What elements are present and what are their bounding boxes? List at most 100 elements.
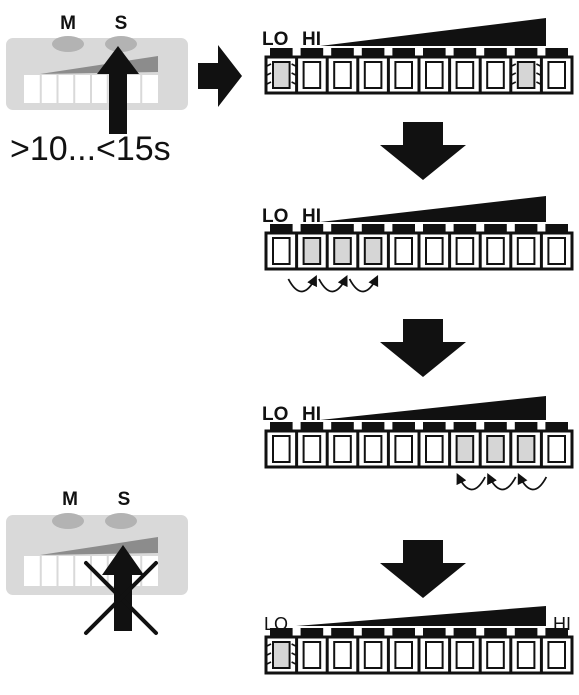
segment-tab: [484, 628, 507, 638]
segment-tab: [331, 224, 354, 234]
scale-hi-label: HI: [302, 29, 321, 50]
scale-lo-label: LO: [262, 29, 288, 50]
flicker-mark: [536, 72, 541, 76]
segment: [486, 61, 505, 89]
segment-lit: [333, 237, 352, 265]
segment: [516, 237, 536, 265]
segment: [425, 237, 444, 265]
segment: [333, 435, 352, 463]
scale-2: LO HI: [262, 196, 574, 293]
sweep-arrow: [487, 473, 517, 491]
flicker-mark: [266, 661, 272, 665]
device-bottom-wedge: [40, 537, 158, 555]
segment-tab: [331, 48, 354, 58]
scale-hi-label: HI: [302, 404, 321, 425]
flicker-mark: [291, 661, 296, 665]
sweep-arrow: [318, 275, 348, 293]
segment-tab: [270, 628, 293, 638]
flicker-mark: [511, 72, 517, 76]
segment: [516, 641, 536, 669]
segment: [333, 61, 352, 89]
segment: [455, 237, 475, 265]
segment-lit: [486, 435, 505, 463]
segment-tab: [392, 628, 415, 638]
segment-tab: [545, 224, 568, 234]
segment-tab: [300, 48, 324, 58]
segment-tab: [331, 422, 354, 432]
device-top-s-label: S: [115, 13, 128, 34]
segment-tab: [392, 224, 415, 234]
segment-tab: [300, 422, 324, 432]
segment: [302, 61, 322, 89]
segment-tab: [331, 628, 354, 638]
segment: [363, 435, 383, 463]
flicker-mark: [291, 72, 296, 76]
segment: [486, 641, 505, 669]
flow-arrow-down-3: [380, 540, 466, 598]
device-bottom: [6, 513, 188, 635]
flow-arrow-down-1: [380, 122, 466, 180]
device-top-m-button: [52, 36, 84, 52]
segment-tab: [453, 628, 477, 638]
flow-arrow-right: [198, 45, 242, 107]
device-bottom-m-label: M: [62, 489, 78, 510]
segment-tab: [423, 422, 446, 432]
segment-tab: [361, 48, 385, 58]
device-top-display: [24, 75, 158, 103]
segment-lit: [516, 435, 536, 463]
scale-wedge: [320, 196, 546, 222]
segment-tab: [300, 224, 324, 234]
segment-tab: [361, 422, 385, 432]
flicker-mark: [291, 652, 296, 656]
device-top-s-button: [105, 36, 137, 52]
flicker-mark: [291, 81, 296, 85]
segment-lit: [272, 61, 291, 89]
scale-lo-label: LO: [262, 206, 288, 227]
scale-hi-label: HI: [302, 206, 321, 227]
flicker-mark: [266, 643, 272, 647]
segment: [547, 641, 567, 669]
flicker-mark: [266, 81, 272, 85]
segment-tab: [361, 224, 385, 234]
duration-label: >10...<15s: [10, 130, 171, 168]
segment: [394, 435, 413, 463]
scale-wedge: [320, 396, 546, 420]
segment: [394, 61, 413, 89]
segment: [455, 61, 475, 89]
segment-tab: [392, 422, 415, 432]
sweep-arrow: [348, 275, 379, 293]
segment-tab: [270, 48, 293, 58]
sweep-arrow: [456, 473, 486, 491]
device-bottom-s-label: S: [118, 489, 131, 510]
segment-tab: [484, 48, 507, 58]
scale-wedge: [320, 18, 546, 46]
segment: [394, 237, 413, 265]
segment: [363, 61, 383, 89]
segment-tab: [300, 628, 324, 638]
segment: [333, 641, 352, 669]
scale-3: LO HI: [262, 396, 574, 491]
segment-tab: [484, 422, 507, 432]
segment-tab: [270, 224, 293, 234]
segment-tab: [514, 422, 538, 432]
segment: [394, 641, 413, 669]
segment-tab: [545, 48, 568, 58]
device-top-m-label: M: [60, 13, 76, 34]
segment: [486, 237, 505, 265]
scale-wedge: [296, 606, 546, 626]
segment-tab: [361, 628, 385, 638]
device-bottom-m-button: [52, 513, 84, 529]
segment: [455, 641, 475, 669]
device-bottom-release-arrow: [102, 545, 144, 631]
device-top: [6, 36, 188, 134]
segment: [547, 237, 567, 265]
segment-tab: [514, 224, 538, 234]
segment-lit: [272, 641, 291, 669]
flicker-mark: [266, 63, 272, 67]
segment: [425, 641, 444, 669]
segment-tab: [514, 628, 538, 638]
segment-tab: [453, 224, 477, 234]
flicker-mark: [536, 81, 541, 85]
